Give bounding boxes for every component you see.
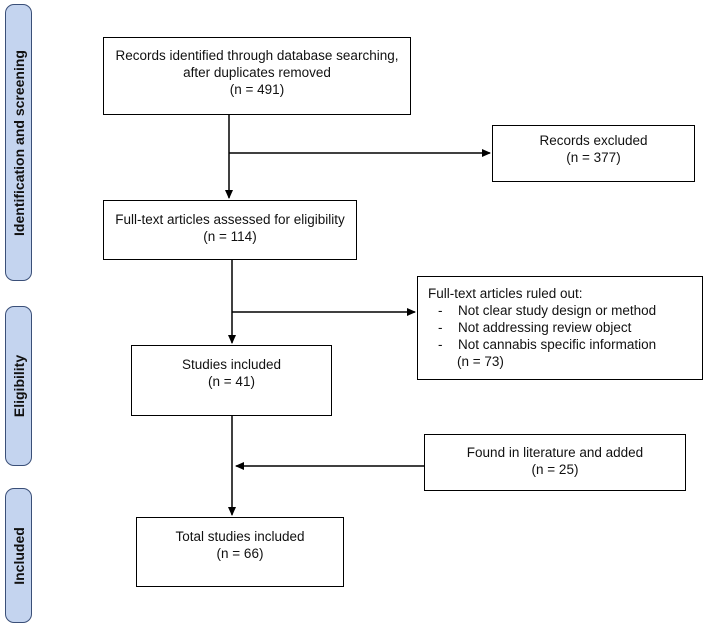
fulltext-ruled-out-box: Full-text articles ruled out: -Not clear… — [417, 276, 703, 380]
list-item: -Not clear study design or method — [438, 303, 657, 318]
box-line: Full-text articles assessed for eligibil… — [115, 212, 345, 227]
box-count: (n = 114) — [203, 229, 257, 244]
box-count: (n = 25) — [531, 462, 579, 477]
box-count: (n = 491) — [229, 82, 285, 97]
box-line: Records excluded — [539, 133, 648, 148]
phase-included: Included — [5, 488, 32, 623]
records-identified-box: Records identified through database sear… — [103, 37, 411, 115]
records-excluded-box: Records excluded (n = 377) — [492, 125, 695, 182]
box-title: Full-text articles ruled out: — [428, 286, 583, 301]
box-line: Found in literature and added — [466, 445, 644, 460]
box-count: (n = 41) — [208, 374, 255, 389]
phase-eligibility: Eligibility — [5, 306, 32, 466]
fulltext-assessed-box: Full-text articles assessed for eligibil… — [103, 200, 357, 260]
list-item: -Not addressing review object — [438, 320, 632, 335]
box-count: (n = 377) — [566, 150, 621, 165]
box-line: Studies included — [181, 357, 282, 372]
box-line: after duplicates removed — [183, 65, 331, 80]
studies-included-box: Studies included (n = 41) — [131, 345, 332, 416]
box-count: (n = 66) — [216, 546, 264, 561]
found-in-literature-box: Found in literature and added (n = 25) — [424, 434, 686, 491]
box-count: (n = 73) — [457, 354, 504, 369]
box-line: Records identified through database sear… — [115, 48, 399, 63]
box-line: Total studies included — [175, 529, 305, 544]
list-item: -Not cannabis specific information — [438, 337, 657, 352]
exclusion-reasons-list: -Not clear study design or method -Not a… — [428, 302, 702, 353]
phase-identification-screening: Identification and screening — [5, 4, 32, 281]
total-included-box: Total studies included (n = 66) — [136, 517, 344, 587]
